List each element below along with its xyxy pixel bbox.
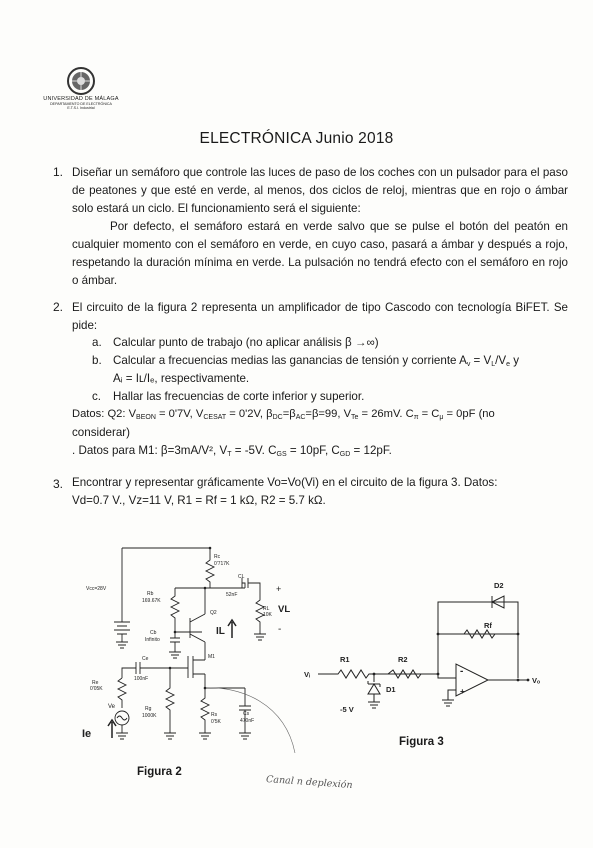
r2-label: R2	[398, 655, 408, 664]
q2-item-a: Calcular punto de trabajo (no aplicar an…	[113, 336, 379, 349]
department-name: DEPARTAMENTO DE ELECTRÓNICA	[50, 102, 112, 106]
rc-value: 0'717K	[214, 561, 230, 567]
rf-label: Rf	[484, 621, 492, 630]
q2-data-line2: considerar)	[72, 426, 130, 439]
vi-label: Vᵢ	[304, 670, 310, 679]
il-label: IL	[216, 626, 225, 637]
q2-item-a-label: a.	[92, 336, 102, 349]
cs-label: Cs	[243, 711, 250, 717]
cs-value: 470nF	[240, 718, 254, 724]
q3-line-1: Encontrar y representar gráficamente Vo=…	[72, 476, 498, 489]
rl-label: RL	[263, 606, 270, 612]
q2-item-b-line2: Aᵢ = Iʟ/Iₑ, respectivamente.	[113, 372, 250, 385]
q1-paragraph-2: Por defecto, el semáforo estará en verde…	[72, 220, 568, 287]
page-title: ELECTRÓNICA Junio 2018	[199, 130, 394, 147]
q3-line-2: Vd=0.7 V., Vz=11 V, R1 = Rf = 1 kΩ, R2 =…	[72, 494, 326, 507]
d2-label: D2	[494, 581, 504, 590]
figure-3-caption: Figura 3	[399, 736, 444, 748]
q1-paragraph-1: Diseñar un semáforo que controle las luc…	[72, 166, 568, 215]
q1-number: 1.	[53, 165, 64, 179]
q2-intro: El circuito de la figura 2 representa un…	[72, 301, 568, 332]
vcc-label: Vcc=28V	[86, 586, 107, 592]
cb-label: Cb	[150, 630, 157, 636]
rb-value: 169.67K	[142, 598, 161, 604]
d1-label: D1	[386, 685, 396, 694]
re-value: 0'05K	[90, 686, 103, 692]
vl-minus: -	[278, 624, 281, 635]
vl-label: VL	[278, 604, 290, 615]
rg-label: Rg	[145, 706, 152, 712]
q2-item-b-label: b.	[92, 354, 102, 367]
ce-value: 100nF	[134, 676, 148, 682]
q2-item-c: Hallar las frecuencias de corte inferior…	[113, 390, 365, 403]
cb-value: Infinito	[145, 637, 160, 643]
opamp-minus: -	[460, 666, 463, 677]
r1-label: R1	[340, 655, 350, 664]
figure-3-schematic: D2 Rf R1 R2 Vᵢ Vₒ D1 -5 V - +	[304, 581, 540, 714]
vl-plus: +	[276, 584, 281, 594]
rg-value: 1000K	[142, 713, 157, 719]
ve-label: Ve	[108, 704, 116, 710]
rc-label: Rc	[214, 554, 221, 560]
vo-label: Vₒ	[532, 676, 540, 685]
opamp-plus: +	[460, 687, 465, 696]
university-logo: UNIVERSIDAD DE MÁLAGA DEPARTAMENTO DE EL…	[40, 66, 122, 111]
rl-value: 10K	[263, 612, 273, 618]
rb-label: Rb	[147, 591, 154, 597]
figure-2-schematic: Vcc=28V Rc 0'717K Rb 169.67K Cb Infinito…	[82, 546, 296, 754]
q2-item-b: Calcular a frecuencias medias las gananc…	[113, 354, 520, 368]
figure-2-caption: Figura 2	[137, 766, 182, 778]
university-name: UNIVERSIDAD DE MÁLAGA	[43, 96, 119, 102]
re-label: Re	[92, 680, 99, 686]
seal-icon	[67, 67, 95, 95]
rs-value: 0'5K	[211, 719, 222, 725]
q2-label: Q2	[210, 610, 217, 616]
q2-item-c-label: c.	[92, 390, 102, 403]
q2-number: 2.	[53, 300, 64, 314]
q2-data-m1: . Datos para M1: β=3mA/V², VT = -5V. CGS…	[72, 444, 392, 458]
school-name: E.T.S.I. Industrial	[67, 106, 95, 111]
handwritten-note: Canal n deplexión	[265, 773, 353, 792]
rs-label: Rs	[211, 712, 218, 718]
q2-data-q2: Datos: Q2: VBEON = 0'7V, VCESAT = 0'2V, …	[72, 408, 495, 421]
q3-number: 3.	[53, 477, 64, 491]
ie-label: Ie	[82, 728, 91, 740]
ce-label: Ce	[142, 656, 149, 662]
cl-value: 52nF	[226, 592, 237, 598]
cl-label: CL	[238, 574, 245, 580]
m1-label: M1	[208, 654, 215, 660]
vneg-label: -5 V	[340, 705, 354, 714]
